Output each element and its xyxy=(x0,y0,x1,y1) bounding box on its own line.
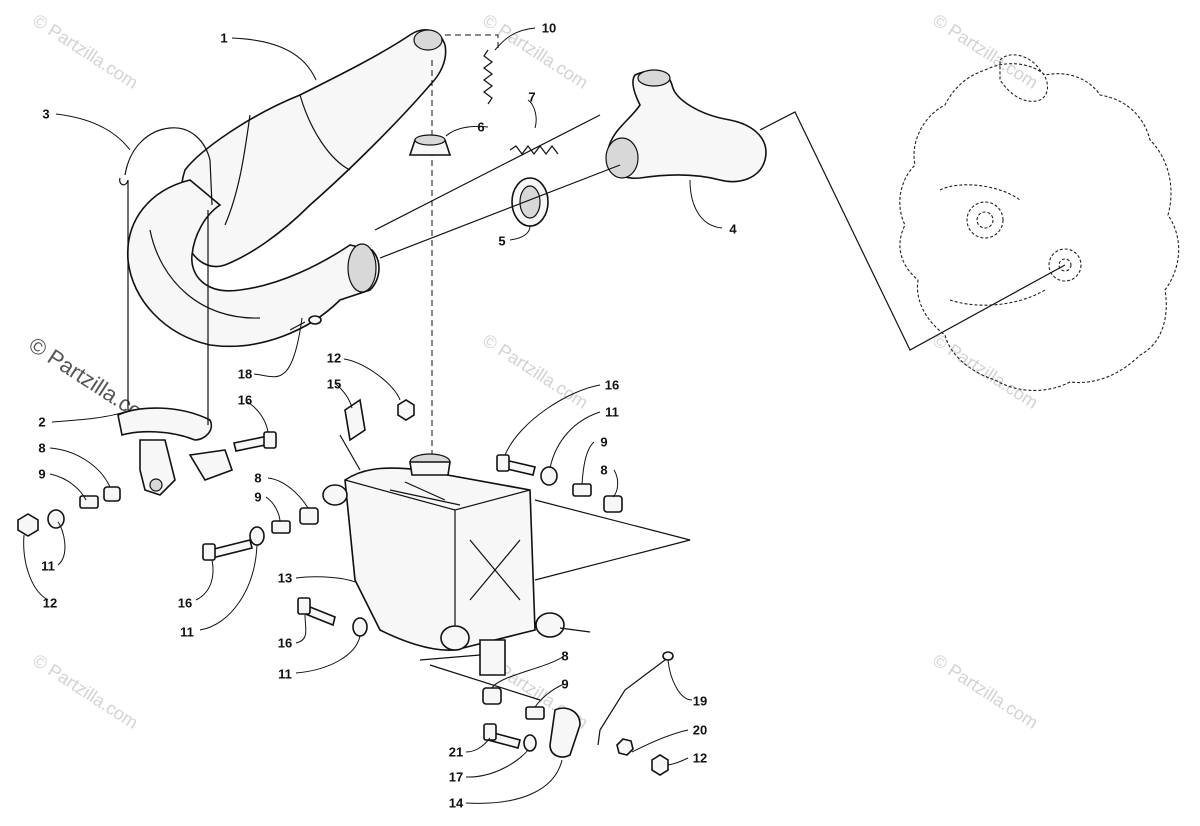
callout-18: 18 xyxy=(237,366,253,382)
resonator-13 xyxy=(322,453,565,676)
callout-9: 9 xyxy=(561,676,569,692)
manifold-4 xyxy=(605,69,767,183)
callout-12: 12 xyxy=(692,750,708,766)
callout-7: 7 xyxy=(528,89,536,105)
callout-11: 11 xyxy=(41,558,55,574)
callout-4: 4 xyxy=(729,221,737,237)
callout-15: 15 xyxy=(326,376,342,392)
hardware-left xyxy=(17,431,277,537)
callout-9: 9 xyxy=(600,434,608,450)
exhaust-pipe xyxy=(127,179,380,348)
leader-lines xyxy=(23,27,723,804)
callout-9: 9 xyxy=(254,489,262,505)
guide-line xyxy=(379,164,621,259)
callout-16: 16 xyxy=(237,392,253,408)
guide-line xyxy=(374,114,601,231)
callout-6: 6 xyxy=(477,119,485,135)
callout-9: 9 xyxy=(38,466,46,482)
guide-line xyxy=(759,111,1066,351)
callout-8: 8 xyxy=(254,470,262,486)
seal-ring-5 xyxy=(511,177,549,227)
hardware-bottom xyxy=(482,651,674,776)
callout-8: 8 xyxy=(38,440,46,456)
callout-1: 1 xyxy=(220,30,228,46)
hardware-center xyxy=(202,315,415,637)
callout-13: 13 xyxy=(277,570,293,586)
spring-7 xyxy=(509,145,559,155)
guide-line xyxy=(339,434,361,471)
spring-10 xyxy=(483,49,493,105)
callout-3: 3 xyxy=(42,106,50,122)
callout-16: 16 xyxy=(277,635,293,651)
callout-16: 16 xyxy=(177,595,193,611)
callout-8: 8 xyxy=(600,462,608,478)
callout-19: 19 xyxy=(692,693,708,709)
callout-10: 10 xyxy=(541,20,557,36)
guide-line xyxy=(534,499,691,581)
callout-5: 5 xyxy=(498,233,506,249)
callout-11: 11 xyxy=(605,404,619,420)
muffler-silencer xyxy=(179,29,447,268)
callout-11: 11 xyxy=(180,624,194,640)
spring-3 xyxy=(119,127,213,206)
callout-2: 2 xyxy=(38,414,46,430)
callout-12: 12 xyxy=(42,595,58,611)
engine-outline xyxy=(899,54,1180,391)
guide-line xyxy=(559,627,591,633)
hardware-right xyxy=(496,454,623,513)
bracket-2 xyxy=(117,407,234,496)
guide-line xyxy=(419,654,541,701)
callout-8: 8 xyxy=(561,648,569,664)
callout-11: 11 xyxy=(278,666,292,682)
callout-12: 12 xyxy=(326,350,342,366)
callout-17: 17 xyxy=(448,769,464,785)
callout-16: 16 xyxy=(604,377,620,393)
callout-20: 20 xyxy=(692,722,708,738)
callout-21: 21 xyxy=(448,744,464,760)
guide-line xyxy=(445,34,499,48)
callout-14: 14 xyxy=(448,795,464,811)
grommet-6 xyxy=(408,134,452,156)
